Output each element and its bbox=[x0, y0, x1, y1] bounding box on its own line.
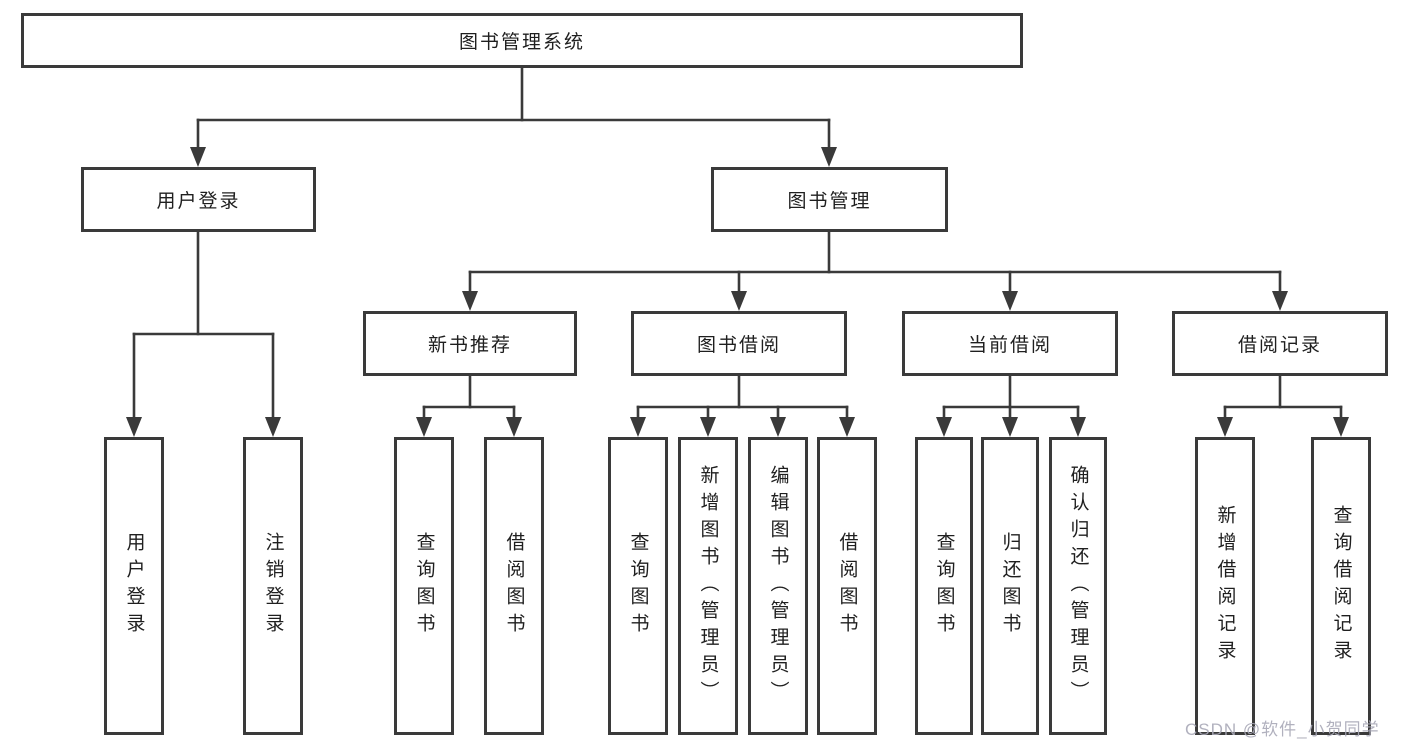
node-leaf-query-books-3: 查询图书 bbox=[915, 437, 973, 735]
node-current-borrowing: 当前借阅 bbox=[902, 311, 1118, 376]
node-leaf-query-books-2: 查询图书 bbox=[608, 437, 668, 735]
node-user-login: 用户登录 bbox=[81, 167, 316, 232]
node-leaf-user-login: 用户登录 bbox=[104, 437, 164, 735]
node-leaf-borrow-books-2: 借阅图书 bbox=[817, 437, 877, 735]
node-label: 查询图书 bbox=[933, 532, 955, 640]
node-label: 编辑图书（管理员） bbox=[767, 464, 789, 708]
node-book-management: 图书管理 bbox=[711, 167, 948, 232]
node-label: 借阅图书 bbox=[503, 532, 525, 640]
node-leaf-query-borrow-record: 查询借阅记录 bbox=[1311, 437, 1371, 735]
node-label: 借阅图书 bbox=[836, 532, 858, 640]
node-label: 查询图书 bbox=[413, 532, 435, 640]
node-label: 注销登录 bbox=[262, 532, 284, 640]
node-label: 用户登录 bbox=[123, 532, 145, 640]
node-leaf-logout: 注销登录 bbox=[243, 437, 303, 735]
node-label: 确认归还（管理员） bbox=[1067, 464, 1089, 708]
node-label: 归还图书 bbox=[999, 532, 1021, 640]
node-new-book-recommendation: 新书推荐 bbox=[363, 311, 577, 376]
node-leaf-add-borrow-record: 新增借阅记录 bbox=[1195, 437, 1255, 735]
node-book-borrowing: 图书借阅 bbox=[631, 311, 847, 376]
node-leaf-edit-books-admin: 编辑图书（管理员） bbox=[748, 437, 808, 735]
node-leaf-confirm-return-admin: 确认归还（管理员） bbox=[1049, 437, 1107, 735]
node-library-management-system: 图书管理系统 bbox=[21, 13, 1023, 68]
node-label: 查询图书 bbox=[627, 532, 649, 640]
node-label: 新增借阅记录 bbox=[1214, 505, 1236, 667]
node-leaf-add-books-admin: 新增图书（管理员） bbox=[678, 437, 738, 735]
node-leaf-query-books-1: 查询图书 bbox=[394, 437, 454, 735]
node-label: 查询借阅记录 bbox=[1330, 505, 1352, 667]
watermark: CSDN @软件_小贺同学 bbox=[1185, 720, 1380, 739]
node-leaf-borrow-books-1: 借阅图书 bbox=[484, 437, 544, 735]
node-label: 新增图书（管理员） bbox=[697, 464, 719, 708]
node-borrowing-records: 借阅记录 bbox=[1172, 311, 1388, 376]
node-leaf-return-books: 归还图书 bbox=[981, 437, 1039, 735]
